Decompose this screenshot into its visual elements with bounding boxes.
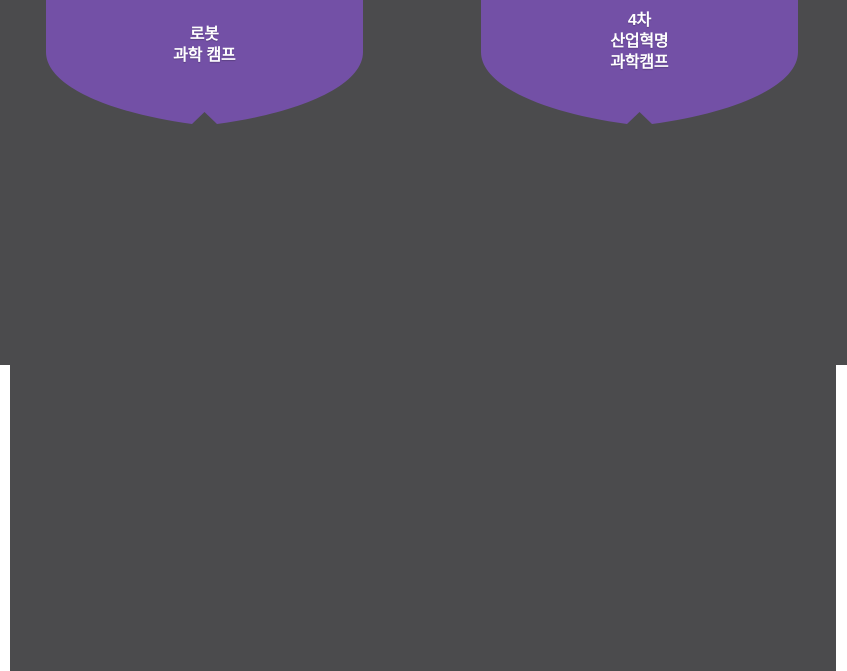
- banner-fourth-industrial-revolution-science-camp[interactable]: 4차 산업혁명 과학캠프: [481, 0, 798, 135]
- lower-content-panel: [10, 365, 836, 671]
- ribbon-shape-icon: [481, 0, 798, 124]
- ribbon-shape-icon: [46, 0, 363, 124]
- banner-robot-science-camp[interactable]: 로봇 과학 캠프: [46, 0, 363, 135]
